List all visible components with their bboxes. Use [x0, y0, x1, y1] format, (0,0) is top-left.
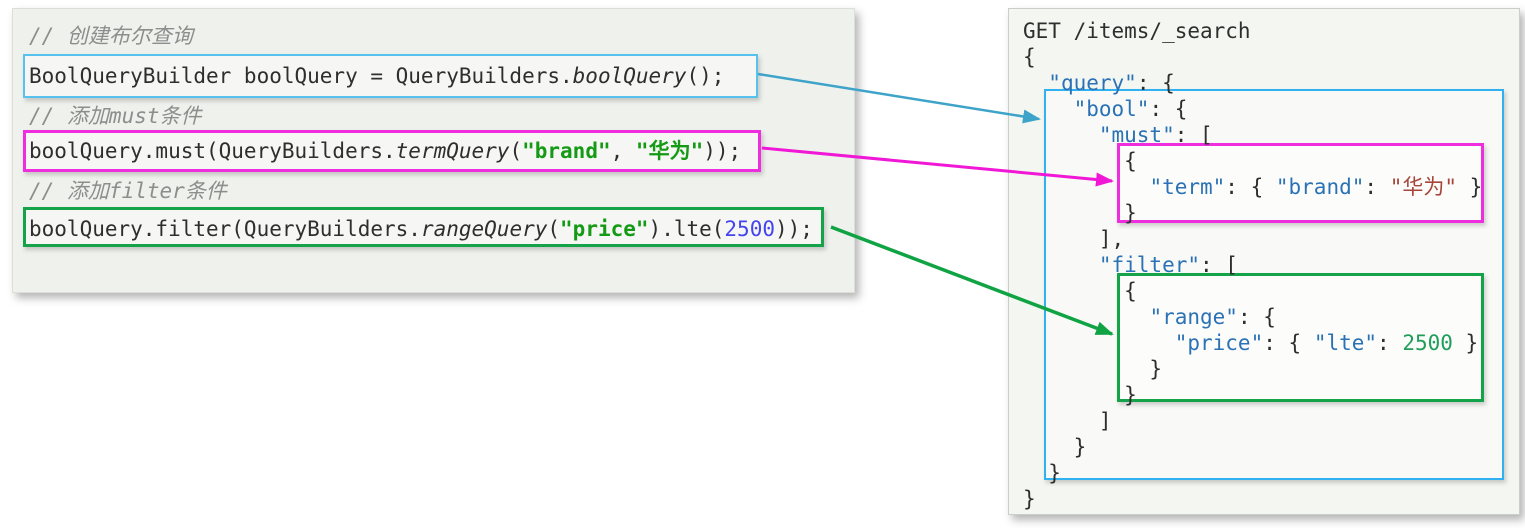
- code-segment: boolQuery: [572, 64, 687, 88]
- java-comment-add-filter: // 添加filter条件: [29, 179, 227, 203]
- code-segment: ]: [1023, 409, 1112, 433]
- code-segment: : {: [1225, 175, 1276, 199]
- code-line: "must": [: [1023, 122, 1482, 148]
- code-segment: }: [1023, 383, 1137, 407]
- dsl-code-block: GET /items/_search{ "query": { "bool": {…: [1023, 18, 1482, 512]
- code-segment: }: [1023, 487, 1036, 511]
- code-segment: [1023, 331, 1175, 355]
- code-segment: {: [1023, 149, 1137, 173]
- code-segment: [1023, 97, 1074, 121]
- java-code-panel: // 创建布尔查询 BoolQueryBuilder boolQuery = Q…: [12, 8, 855, 293]
- dsl-query-panel: GET /items/_search{ "query": { "bool": {…: [1008, 8, 1520, 515]
- code-line: }: [1023, 486, 1482, 512]
- code-segment: "brand": [522, 139, 611, 163]
- code-segment: "bool": [1073, 97, 1150, 121]
- code-segment: "must": [1098, 123, 1175, 147]
- code-line: }: [1023, 356, 1482, 382]
- code-segment: boolQuery.must(QueryBuilders.: [29, 139, 396, 163]
- java-comment-create-bool: // 创建布尔查询: [29, 24, 193, 48]
- code-segment: ));: [774, 217, 813, 241]
- code-line: "query": {: [1023, 70, 1482, 96]
- code-segment: {: [1023, 279, 1137, 303]
- code-line: "range": {: [1023, 304, 1482, 330]
- java-line-boolquery: BoolQueryBuilder boolQuery = QueryBuilde…: [29, 63, 724, 89]
- code-segment: "华为": [635, 139, 704, 163]
- code-segment: ,: [610, 139, 636, 163]
- code-segment: [1023, 175, 1149, 199]
- highlight-box-range-dsl: [1117, 273, 1484, 402]
- highlight-box-bool-dsl: [1044, 89, 1504, 480]
- code-segment: (: [509, 139, 523, 163]
- code-segment: }: [1456, 175, 1483, 199]
- code-segment: : [: [1200, 253, 1238, 277]
- code-segment: "filter": [1098, 253, 1201, 277]
- highlight-box-boolquery-java: [23, 54, 758, 98]
- code-segment: 2500: [724, 217, 775, 241]
- code-line: }: [1023, 434, 1482, 460]
- code-segment: [1023, 123, 1099, 147]
- code-segment: "range": [1149, 305, 1238, 329]
- java-line-must: boolQuery.must(QueryBuilders.termQuery("…: [29, 138, 741, 164]
- code-segment: : {: [1237, 305, 1276, 329]
- code-segment: "lte": [1313, 331, 1378, 355]
- code-segment: rangeQuery: [420, 217, 548, 241]
- code-segment: :: [1364, 175, 1390, 199]
- code-segment: "query": [1048, 71, 1137, 95]
- code-segment: "term": [1149, 175, 1226, 199]
- code-segment: BoolQueryBuilder boolQuery = QueryBuilde…: [29, 64, 573, 88]
- code-segment: GET /items/_search: [1023, 19, 1251, 43]
- code-segment: "华为": [1389, 175, 1457, 199]
- highlight-box-must-java: [23, 130, 761, 172]
- code-line: "price": { "lte": 2500 }: [1023, 330, 1482, 356]
- code-line: {: [1023, 44, 1482, 70]
- code-line: "filter": [: [1023, 252, 1482, 278]
- code-segment: : {: [1263, 331, 1314, 355]
- code-line: }: [1023, 382, 1482, 408]
- code-segment: }: [1023, 435, 1087, 459]
- code-segment: : {: [1149, 97, 1188, 121]
- code-segment: }: [1023, 357, 1163, 381]
- code-segment: ();: [686, 64, 725, 88]
- code-segment: : {: [1136, 71, 1175, 95]
- code-segment: ).lte(: [648, 217, 725, 241]
- code-line: ],: [1023, 226, 1482, 252]
- java-line-filter: boolQuery.filter(QueryBuilders.rangeQuer…: [29, 216, 813, 242]
- code-segment: "brand": [1275, 175, 1365, 199]
- code-segment: "price": [1174, 331, 1264, 355]
- code-segment: [1023, 305, 1149, 329]
- code-segment: }: [1452, 331, 1479, 355]
- highlight-box-term-dsl: [1117, 143, 1484, 223]
- code-segment: (: [547, 217, 561, 241]
- code-segment: 2500: [1402, 331, 1453, 355]
- code-line: GET /items/_search: [1023, 18, 1482, 44]
- code-line: ]: [1023, 408, 1482, 434]
- code-segment: boolQuery.filter(QueryBuilders.: [29, 217, 421, 241]
- code-segment: }: [1023, 201, 1137, 225]
- code-segment: "price": [560, 217, 649, 241]
- highlight-box-filter-java: [23, 207, 824, 247]
- code-segment: ));: [703, 139, 742, 163]
- code-line: {: [1023, 148, 1482, 174]
- code-segment: :: [1377, 331, 1403, 355]
- code-segment: termQuery: [395, 139, 510, 163]
- code-segment: {: [1023, 45, 1036, 69]
- code-line: "term": { "brand": "华为" }: [1023, 174, 1482, 200]
- code-line: "bool": {: [1023, 96, 1482, 122]
- code-segment: [1023, 71, 1048, 95]
- code-segment: }: [1023, 461, 1061, 485]
- code-segment: [1023, 253, 1099, 277]
- code-segment: : [: [1174, 123, 1213, 147]
- code-line: }: [1023, 200, 1482, 226]
- code-segment: ],: [1023, 227, 1125, 251]
- java-comment-add-must: // 添加must条件: [29, 104, 202, 128]
- code-line: {: [1023, 278, 1482, 304]
- code-line: }: [1023, 460, 1482, 486]
